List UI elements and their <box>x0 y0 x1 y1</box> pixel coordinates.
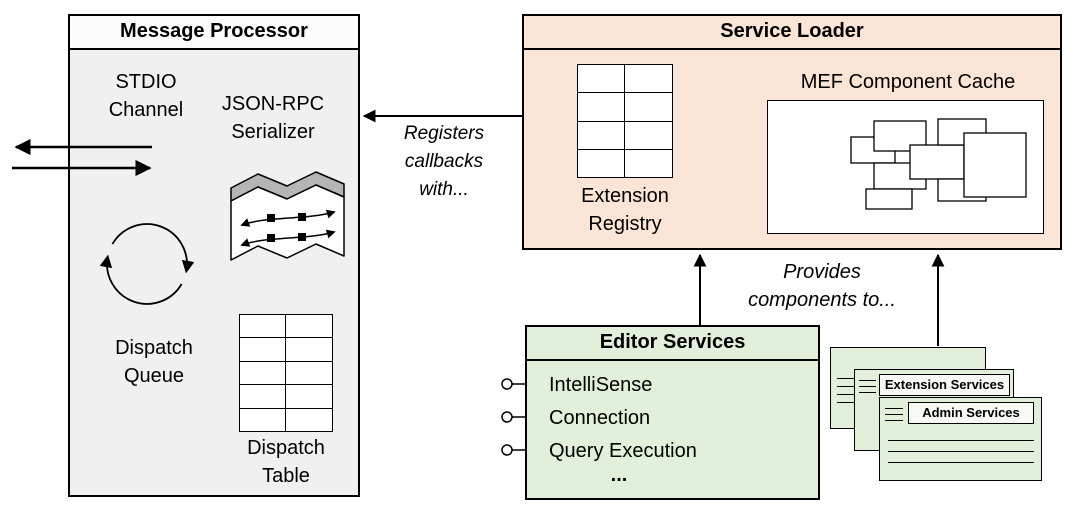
extension-services-label: Extension Services <box>879 374 1010 396</box>
component-rect <box>963 132 1027 198</box>
text-line <box>859 392 876 393</box>
grid-cell <box>625 65 672 94</box>
component-rect <box>937 118 987 146</box>
message-square <box>298 233 306 241</box>
message-processor-title: Message Processor <box>70 16 358 50</box>
service-loader-title: Service Loader <box>524 16 1060 50</box>
text-line <box>885 420 903 421</box>
extension-registry-label: Extension Registry <box>581 185 669 235</box>
component-rect <box>865 188 913 210</box>
grid-cell <box>286 338 332 362</box>
grid-cell <box>578 121 625 150</box>
dispatch-queue-cycle-icon <box>99 223 195 305</box>
interface-lollipop-icon <box>501 378 527 456</box>
grid-cell <box>286 409 332 431</box>
message-flow-line <box>240 229 336 247</box>
grid-cell <box>240 408 286 431</box>
message-square <box>298 213 306 221</box>
editor-services-ellipsis: ... <box>610 464 628 486</box>
grid-cell <box>240 315 286 339</box>
dispatch-table-label: Dispatch Table <box>247 437 325 487</box>
grid-cell <box>578 65 625 94</box>
cycle-arc <box>111 223 195 274</box>
editor-service-item-intellisense: IntelliSense <box>549 374 653 396</box>
message-flow-line <box>240 209 336 227</box>
text-line <box>885 408 903 409</box>
message-square <box>267 234 275 242</box>
grid-cell <box>625 150 672 177</box>
grid-cell <box>625 93 672 122</box>
grid-cell <box>578 93 625 122</box>
grid-cell <box>240 338 286 362</box>
cycle-arc <box>99 254 183 305</box>
json-rpc-serializer-label: JSON-RPC Serializer <box>221 93 325 143</box>
json-rpc-serializer-icon <box>230 171 345 261</box>
grid-cell <box>286 385 332 409</box>
grid-cell <box>286 362 332 386</box>
mef-component-cache-box <box>767 100 1044 234</box>
editor-services-box: Editor Services IntelliSense Connection … <box>525 325 820 500</box>
grid-cell <box>578 149 625 177</box>
admin-services-label: Admin Services <box>908 402 1034 424</box>
service-card-admin: Admin Services <box>879 397 1042 481</box>
dispatch-table-icon <box>239 314 333 432</box>
text-line <box>888 451 1034 452</box>
text-line <box>859 386 876 387</box>
text-line <box>859 380 876 381</box>
extension-registry-icon <box>577 64 673 178</box>
stdio-channel-label: STDIO Channel <box>108 71 184 121</box>
grid-cell <box>240 361 286 386</box>
grid-cell <box>286 315 332 339</box>
message-processor-box: Message Processor STDIO Channel JSON-RPC… <box>68 14 360 497</box>
text-line <box>885 414 903 415</box>
grid-cell <box>625 122 672 150</box>
editor-service-item-query-execution: Query Execution <box>549 440 697 462</box>
mef-component-cache-label: MEF Component Cache <box>800 71 1016 93</box>
message-square <box>267 214 275 222</box>
dispatch-queue-label: Dispatch Queue <box>115 337 193 387</box>
provides-components-label: Provides components to... <box>748 261 896 311</box>
service-loader-box: Service Loader Extension Registry MEF Co… <box>522 14 1062 250</box>
text-line <box>888 462 1034 463</box>
editor-services-title: Editor Services <box>527 327 818 361</box>
grid-cell <box>240 385 286 409</box>
registers-callbacks-label: Registers callbacks with... <box>403 123 485 200</box>
text-line <box>888 440 1034 441</box>
component-rect <box>909 144 965 180</box>
editor-service-item-connection: Connection <box>549 407 651 429</box>
mef-components-icon <box>850 118 1027 210</box>
